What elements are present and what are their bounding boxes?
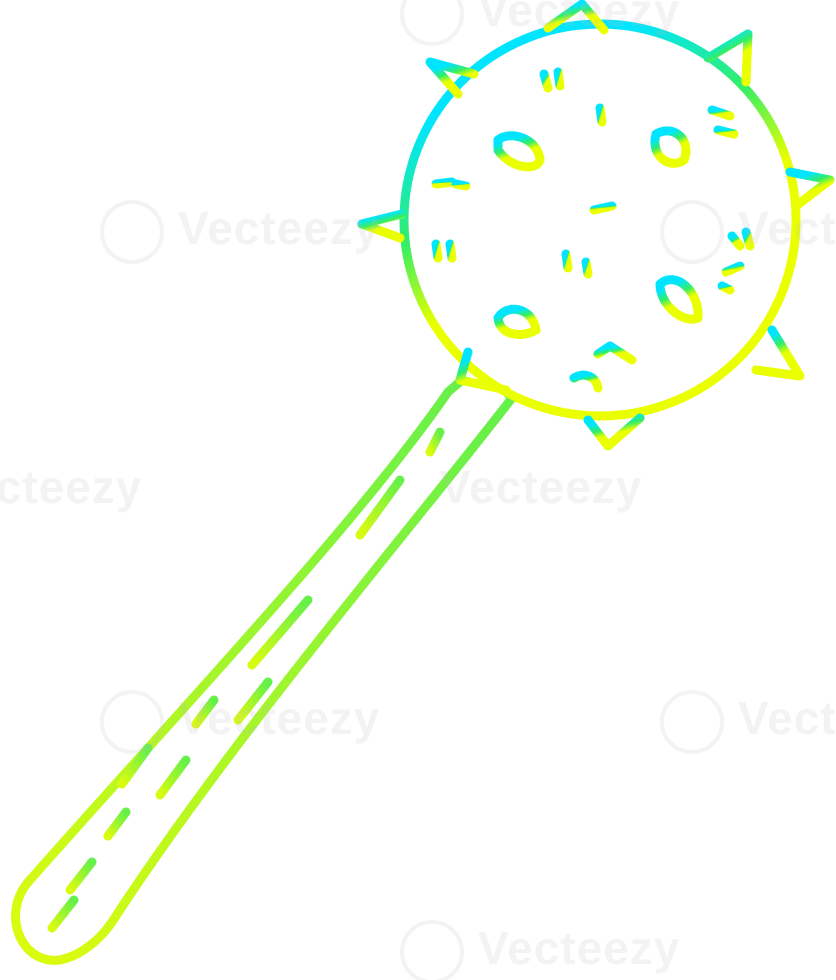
dimple: [451, 179, 471, 191]
spike: [425, 57, 479, 99]
dimple: [445, 239, 457, 263]
dimple: [713, 125, 739, 139]
mace-head: [357, 0, 835, 451]
spike: [543, 0, 609, 35]
handle-grain: [103, 807, 131, 841]
dimple: [595, 103, 607, 127]
dimple: [727, 231, 745, 251]
handle-grain: [117, 743, 153, 789]
handle-grain: [233, 677, 273, 725]
mace-handle: [11, 375, 517, 965]
handle-grain: [47, 895, 79, 933]
dimple: [589, 201, 617, 215]
handle-grain: [191, 695, 219, 729]
dimple: [569, 370, 603, 393]
spike: [785, 167, 835, 211]
handle-grain: [155, 755, 191, 800]
dimple: [493, 131, 545, 172]
dimple: [581, 257, 593, 279]
spike: [357, 209, 407, 243]
spike: [751, 325, 805, 381]
dimple: [431, 239, 443, 263]
handle-grain: [65, 857, 97, 895]
spike: [583, 413, 645, 451]
dimple: [655, 275, 703, 324]
dimple: [493, 304, 541, 339]
spike: [455, 347, 511, 395]
dimple: [561, 249, 573, 273]
handle-grain: [247, 595, 313, 670]
dimple: [717, 281, 735, 295]
dimple: [539, 69, 553, 93]
dimple: [741, 227, 755, 251]
dimple: [593, 341, 637, 365]
dimple: [707, 105, 735, 121]
dimple: [431, 177, 457, 189]
dimple: [721, 261, 745, 277]
dimple: [553, 67, 565, 91]
dimple: [650, 126, 691, 168]
spike: [703, 29, 753, 87]
handle-grain: [355, 475, 405, 540]
handle-grain: [425, 427, 445, 457]
handle-outline: [11, 375, 517, 965]
